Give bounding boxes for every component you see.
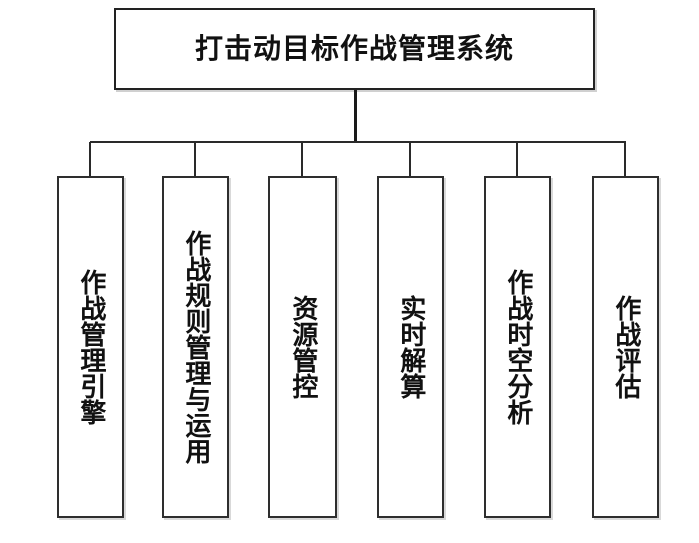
connector-drop-3 [301,142,303,176]
connector-drop-2 [194,142,196,176]
connector-drop-1 [89,142,91,176]
root-node-label: 打击动目标作战管理系统 [194,32,514,65]
child-node-6-label: 作战评估 [610,295,641,399]
child-node-1[interactable]: 作战管理引擎 [57,176,124,518]
child-node-4[interactable]: 实时解算 [377,176,444,518]
connector-drop-4 [409,142,411,176]
child-node-4-label: 实时解算 [395,295,426,399]
connector-drop-6 [624,142,626,176]
child-node-1-label: 作战管理引擎 [75,269,106,425]
connector-drop-5 [516,142,518,176]
child-node-2-label: 作战规则管理与运用 [180,230,211,464]
root-node[interactable]: 打击动目标作战管理系统 [114,8,595,90]
connector-trunk-vertical [354,90,357,143]
child-node-6[interactable]: 作战评估 [592,176,659,518]
child-node-2[interactable]: 作战规则管理与运用 [162,176,229,518]
child-node-5-label: 作战时空分析 [502,269,533,425]
child-node-3[interactable]: 资源管控 [268,176,337,518]
connector-horizontal-bus [90,141,626,143]
child-node-5[interactable]: 作战时空分析 [484,176,551,518]
child-node-3-label: 资源管控 [287,295,318,399]
